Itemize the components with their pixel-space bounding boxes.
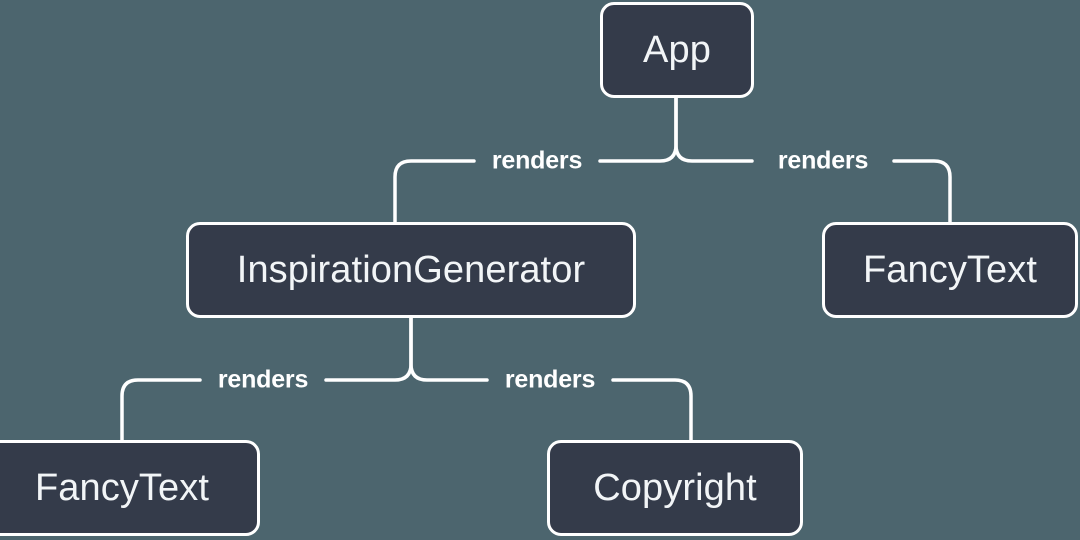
node-fancytext-bottom[interactable]: FancyText <box>0 440 260 536</box>
node-copyright-label: Copyright <box>593 467 757 509</box>
node-inspiration-generator[interactable]: InspirationGenerator <box>186 222 636 318</box>
node-inspiration-generator-label: InspirationGenerator <box>236 249 586 291</box>
edge-inspiration-copyright <box>409 316 693 442</box>
node-fancytext-right-label: FancyText <box>862 249 1038 291</box>
edge-label-inspiration-copyright: renders <box>504 365 596 394</box>
edge-label-app-fancytext: renders <box>777 146 869 175</box>
edge-label-inspiration-fancytext: renders <box>217 365 309 394</box>
edge-label-app-inspiration: renders <box>491 146 583 175</box>
node-fancytext-right[interactable]: FancyText <box>822 222 1078 318</box>
edge-app-fancytext <box>674 96 952 224</box>
node-fancytext-bottom-label: FancyText <box>34 467 210 509</box>
node-app-label: App <box>643 29 711 71</box>
node-app[interactable]: App <box>600 2 754 98</box>
node-copyright[interactable]: Copyright <box>547 440 803 536</box>
